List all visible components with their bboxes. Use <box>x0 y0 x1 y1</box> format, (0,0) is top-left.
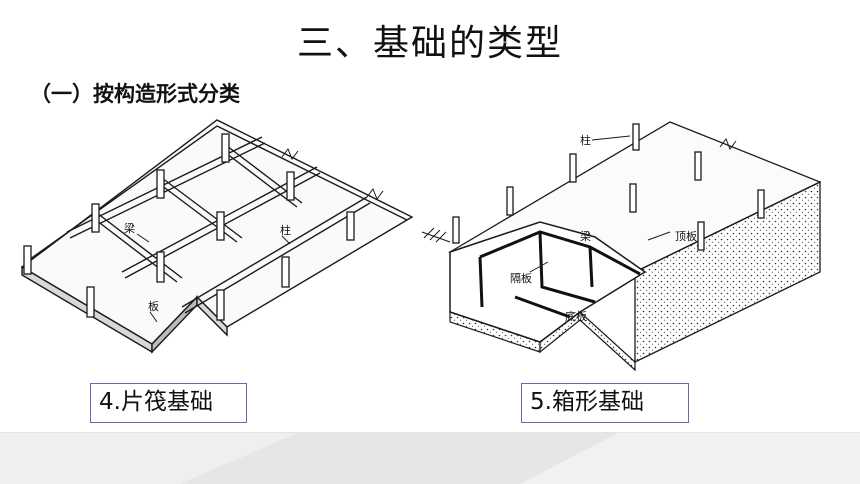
raft-foundation-caption: 4.片筏基础 <box>90 383 247 423</box>
box-label-partition: 隔板 <box>510 271 532 285</box>
raft-label-column: 柱 <box>280 223 291 237</box>
box-label-top-slab: 顶板 <box>675 229 697 243</box>
box-foundation-caption: 5.箱形基础 <box>521 383 689 423</box>
section-subtitle: （一）按构造形式分类 <box>30 82 240 106</box>
box-foundation-figure: 柱 梁 顶板 隔板 底板 <box>420 112 852 374</box>
raft-foundation-drawing: 梁 柱 板 <box>20 119 414 354</box>
footer-polygons <box>0 432 860 484</box>
box-label-bottom-slab: 底板 <box>565 309 587 323</box>
box-label-column: 柱 <box>580 133 591 147</box>
raft-label-slab: 板 <box>148 299 159 313</box>
box-label-beam: 梁 <box>580 229 591 243</box>
slide-title: 三、基础的类型 <box>296 23 563 64</box>
raft-foundation-figure: 梁 柱 板 <box>12 112 430 374</box>
footer-decoration <box>0 432 860 484</box>
box-foundation-drawing: 柱 梁 顶板 隔板 底板 <box>421 121 822 372</box>
raft-label-beam: 梁 <box>124 221 135 235</box>
